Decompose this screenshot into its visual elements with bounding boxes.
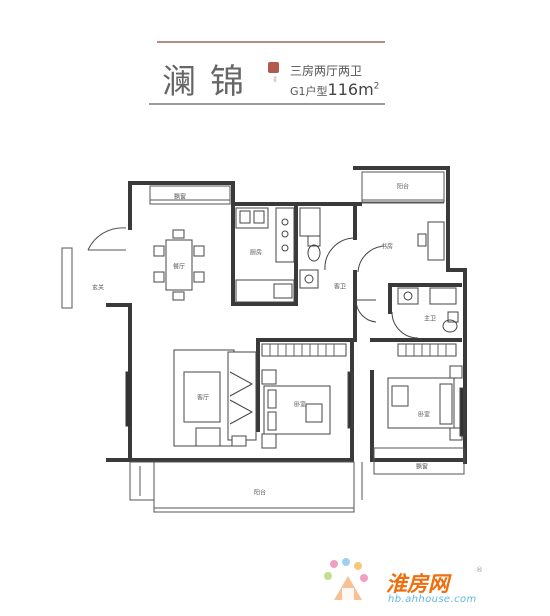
bedroom1-nightstand — [261, 433, 277, 449]
kitchen-counter-right — [275, 207, 295, 263]
room-label-study: 书房 — [380, 243, 394, 251]
registered-mark: ® — [476, 566, 483, 574]
master-bath-toilet — [447, 311, 459, 323]
entrance-bay — [61, 247, 73, 309]
bedroom1-window — [347, 371, 353, 429]
brand-name: 淮房网 — [386, 572, 449, 596]
public-bath-toilet — [307, 235, 321, 247]
dining-table — [165, 239, 193, 291]
public-bath-door-swing — [324, 237, 356, 271]
living-window-left — [125, 371, 131, 427]
layout-description: 三房两厅两卫 — [290, 64, 363, 78]
armchair — [195, 427, 221, 447]
room-label-bedroom-master: 卧室 — [417, 411, 431, 419]
master-window — [459, 387, 465, 437]
wall-study-right — [446, 268, 467, 464]
public-bath-sink — [299, 269, 319, 289]
master-bath-door-swing — [391, 311, 419, 339]
brand-domain: hb.ahhouse.com — [388, 594, 477, 605]
bedroom1-wardrobe — [261, 343, 347, 357]
dining-chair — [172, 229, 185, 239]
unit-area: 116m — [327, 80, 374, 99]
master-nightstand — [449, 365, 463, 379]
study-desk — [427, 221, 445, 261]
hall-door-swing — [355, 299, 377, 323]
master-wardrobe — [397, 343, 457, 357]
sofa — [227, 351, 257, 441]
unit-area-row: G1户型116m2 — [290, 80, 379, 99]
brand-logo-icon — [324, 558, 368, 600]
bay-window-top — [149, 185, 231, 205]
room-label-balcony-bottom: 阳台 — [253, 489, 267, 497]
room-label-kitchen: 厨房 — [249, 249, 263, 257]
seal-text: 澜锦 — [273, 76, 277, 82]
bay-window-bottom — [373, 447, 465, 475]
bedroom1-nightstand — [261, 369, 277, 385]
room-label-bay-window-top: 飘窗 — [173, 193, 187, 201]
seal-icon — [268, 62, 279, 73]
title-rule-top — [157, 41, 385, 43]
room-label-living: 客厅 — [196, 394, 210, 402]
master-bath-sink — [397, 287, 419, 305]
balcony-top-area — [361, 171, 445, 203]
room-label-balcony-top: 阳台 — [396, 183, 410, 191]
kitchen-counter-bottom — [235, 279, 295, 303]
wall-balcony-top — [353, 166, 450, 272]
master-bath-shower — [429, 287, 457, 305]
room-label-entrance: 玄关 — [91, 284, 105, 292]
room-label-public-bath: 客卫 — [333, 283, 347, 291]
project-name: 澜锦 — [162, 62, 258, 102]
room-label-master-bath: 主卫 — [423, 315, 437, 323]
room-label-dining: 餐厅 — [172, 263, 186, 271]
unit-type: G1户型 — [290, 85, 328, 98]
coffee-table — [183, 371, 221, 423]
room-label-bedroom-1: 卧室 — [293, 401, 307, 409]
room-label-bay-window-bottom: 飘窗 — [415, 463, 429, 471]
study-chair — [417, 233, 427, 247]
public-bath-shower — [299, 207, 321, 237]
study-door-swing — [357, 245, 385, 273]
unit-area-exponent: 2 — [373, 81, 380, 92]
entrance-door-swing — [87, 227, 127, 251]
kitchen-counter-top — [235, 207, 269, 229]
title-rule-bottom — [149, 103, 385, 105]
